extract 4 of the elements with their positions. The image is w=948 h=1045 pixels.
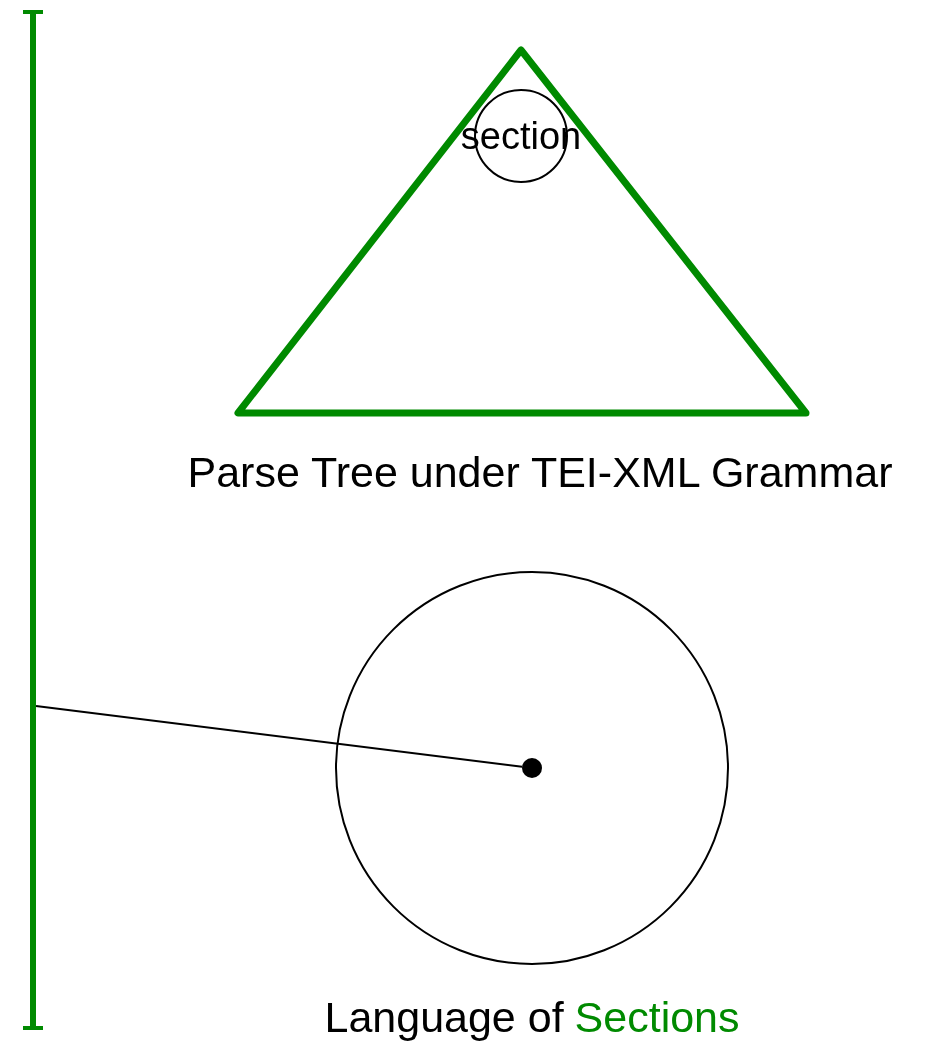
connector-line <box>35 705 524 768</box>
node-label: Parse Tree under TEI-XML Grammar <box>187 447 893 499</box>
node-label: Sections <box>574 992 740 1044</box>
node-label: Language of <box>324 992 564 1044</box>
